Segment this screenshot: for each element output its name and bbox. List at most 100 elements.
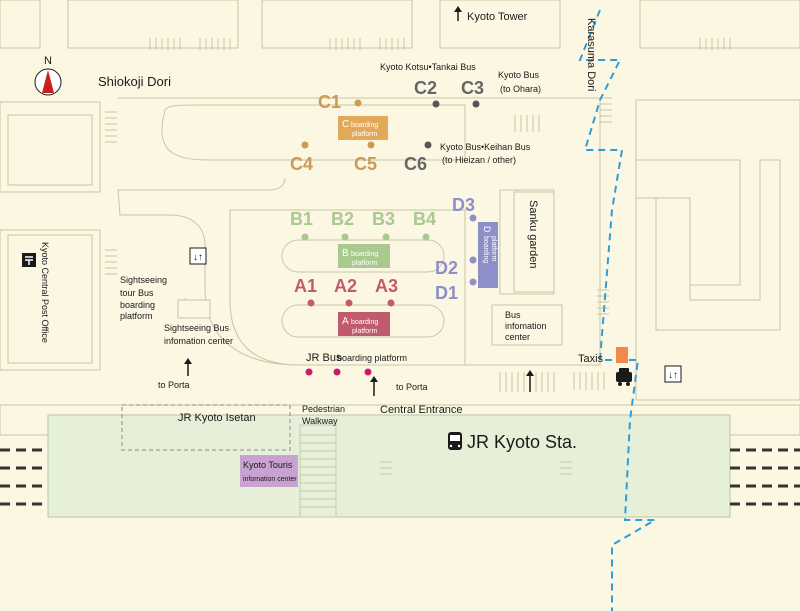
platform-d-letter: D: [482, 226, 492, 233]
kyoto-touris-box: [240, 455, 298, 487]
platform-c: [338, 116, 388, 140]
bus-info-center-box: [491, 304, 563, 346]
stop-a3-dot: [387, 299, 395, 307]
stop-dots: [301, 99, 480, 376]
stop-c3-dot: [472, 100, 480, 108]
train-icon: [448, 432, 462, 450]
to-porta-right: to Porta: [396, 382, 428, 392]
note-kotsu-tankai: Kyoto Kotsu•Tankai Bus: [380, 62, 476, 72]
stop-c2-dot: [432, 100, 440, 108]
stop-labels: C1 C2 C3 C4 C5 C6 B1 B2 B3 B4 A1 A2 A3 D…: [290, 78, 484, 303]
jr-bus-dot-3: [364, 368, 372, 376]
platform-a-letter: A: [342, 316, 349, 327]
c-loop: [161, 104, 466, 161]
sanku-garden-area: [513, 191, 555, 293]
jr-kyoto-station-building: [47, 414, 731, 518]
stop-c2: C2: [414, 78, 437, 98]
note-sightseeing-2: tour Bus: [120, 288, 154, 298]
jr-kyoto-isetan-outline: [121, 404, 291, 451]
building-outlines: [7, 114, 93, 364]
city-blocks: [0, 0, 800, 371]
note-bus-info-3: center: [505, 332, 530, 342]
platform-a-line1: boarding: [351, 319, 378, 326]
street-karasuma: Karasuma Dori: [585, 18, 597, 91]
platform-b-line1: boarding: [351, 251, 378, 258]
sightseeing-info-box: [177, 299, 211, 319]
note-sightseeing-3: boarding: [120, 300, 155, 310]
platform-d: [478, 222, 498, 288]
stop-c5: C5: [354, 154, 377, 174]
stop-c1-dot: [354, 99, 362, 107]
pedestrian-walkway: [299, 424, 337, 518]
compass-icon: N: [34, 55, 62, 96]
note-jr-bus-sub: boarding platform: [337, 353, 407, 363]
taxis-label: Taxis: [578, 353, 604, 365]
post-office-icon: [22, 253, 36, 267]
note-sightseeing-info-1: Sightseeing Bus: [164, 323, 230, 333]
platform-c-line1: boarding: [351, 122, 378, 129]
stop-d1-dot: [469, 278, 477, 286]
platform-c-letter: C: [342, 119, 349, 130]
note-sightseeing-4: platform: [120, 311, 153, 321]
post-office-wrap: Kyoto Central Post Office: [40, 242, 50, 343]
street-karasuma-wrap: Karasuma Dori: [585, 18, 597, 91]
svg-text:↓↑: ↓↑: [193, 252, 203, 263]
platform-d-line2: platform: [490, 236, 497, 261]
kyoto-touris-2: infomation center: [243, 476, 297, 483]
stop-d1: D1: [435, 283, 458, 303]
stop-c4-dot: [301, 141, 309, 149]
stop-b1: B1: [290, 209, 313, 229]
platform-c-line2: platform: [352, 131, 377, 138]
note-to-ohara: (to Ohara): [500, 84, 541, 94]
central-entrance-label: Central Entrance: [380, 404, 463, 416]
note-sightseeing-info-2: infomation center: [164, 336, 233, 346]
stop-b2: B2: [331, 209, 354, 229]
stop-c6-dot: [424, 141, 432, 149]
stop-b2-dot: [341, 233, 349, 241]
platform-b-letter: B: [342, 248, 349, 259]
stop-c5-dot: [367, 141, 375, 149]
sanku-garden-frame: [499, 189, 555, 295]
jr-bus-dot-1: [305, 368, 313, 376]
sanku-garden-label: Sanku garden: [527, 200, 539, 269]
stop-a1: A1: [294, 276, 317, 296]
stop-c6: C6: [404, 154, 427, 174]
note-sightseeing-1: Sightseeing: [120, 275, 167, 285]
stop-a3: A3: [375, 276, 398, 296]
note-bus-info-1: Bus: [505, 310, 521, 320]
to-porta-left: to Porta: [158, 380, 190, 390]
stop-c3: C3: [461, 78, 484, 98]
kyoto-tower-icon: [454, 6, 462, 21]
arrow-up-icon: [184, 358, 534, 396]
platform-d-line1: boarding: [482, 236, 489, 263]
platform-b-line2: platform: [352, 260, 377, 267]
stop-d3-dot: [469, 214, 477, 222]
street-shiokoji: Shiokoji Dori: [98, 74, 171, 89]
elevator-icon: ↓↑ ↓↑: [189, 247, 682, 383]
pedestrian-label-2: Walkway: [302, 416, 338, 426]
stop-a2: A2: [334, 276, 357, 296]
stop-c1: C1: [318, 92, 341, 112]
post-office-label: Kyoto Central Post Office: [40, 242, 50, 343]
plaza-outline: [117, 97, 601, 366]
kyoto-touris-1: Kyoto Touris: [243, 460, 293, 470]
note-bus-info-2: infomation: [505, 321, 547, 331]
taxi-icon: [616, 368, 632, 386]
stop-d2: D2: [435, 258, 458, 278]
sanku-garden-wrap: Sanku garden: [527, 200, 539, 269]
right-road-outline: [655, 159, 781, 331]
platform-b: [338, 244, 390, 268]
escalator-marks: [380, 461, 572, 475]
stop-b4-dot: [422, 233, 430, 241]
jr-kyoto-sta-label: JR Kyoto Sta.: [467, 432, 577, 452]
pedestrian-label-1: Pedestrian: [302, 404, 345, 414]
stop-b3-dot: [382, 233, 390, 241]
note-to-hieizan: (to Hieizan / other): [442, 155, 516, 165]
stop-a2-dot: [345, 299, 353, 307]
stop-d3: D3: [452, 195, 475, 215]
railway-tracks: [0, 448, 800, 506]
platform-a-line2: platform: [352, 328, 377, 335]
stop-c4: C4: [290, 154, 313, 174]
